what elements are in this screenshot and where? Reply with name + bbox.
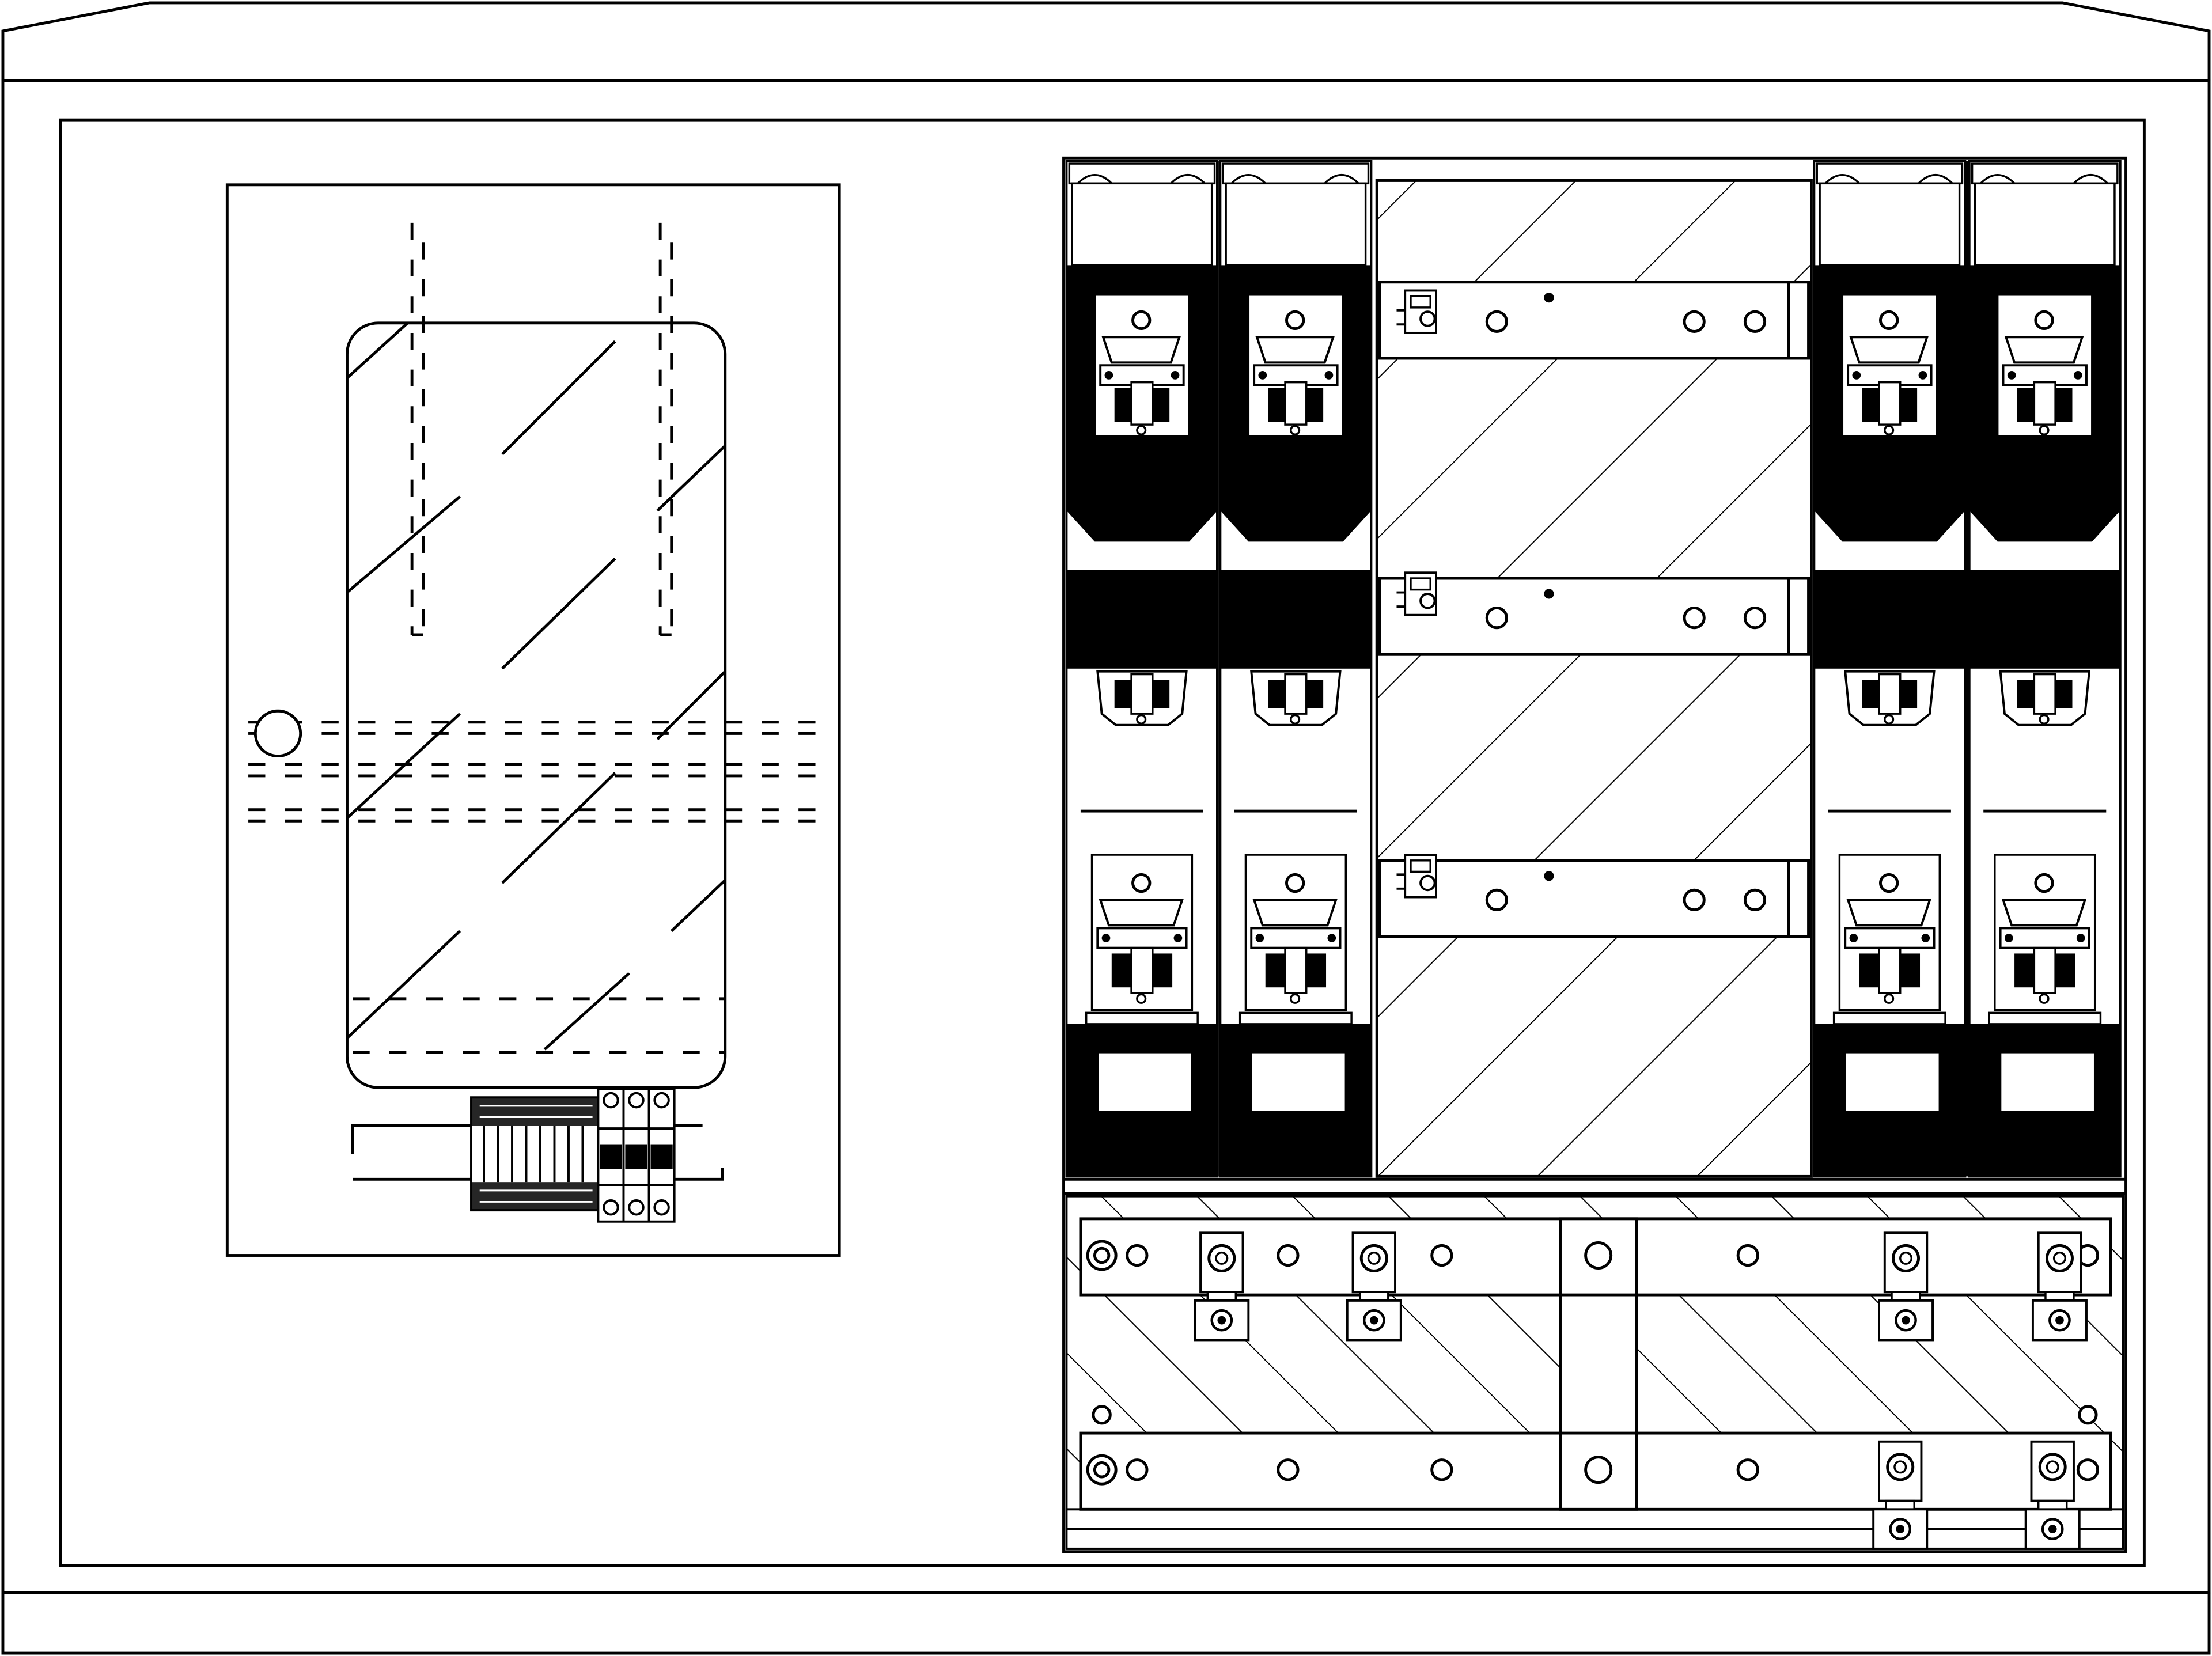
bottom-busbar-panel: [1065, 1195, 2124, 1549]
fuse-unit-1: [1066, 161, 1217, 1176]
fuse-unit-3: [1814, 161, 1965, 1176]
terminal-lug-2: [1347, 1233, 1401, 1340]
terminal-lug-5: [1873, 1442, 1927, 1549]
lock-icon: [253, 709, 302, 758]
terminal-lug-1: [1195, 1233, 1248, 1340]
terminal-lug-6: [2026, 1442, 2080, 1549]
fuse-unit-2: [1220, 161, 1371, 1176]
busbars: [1378, 281, 1810, 938]
terminal-lug-4: [2033, 1233, 2086, 1340]
meter-panel: [225, 183, 841, 1257]
circuit-breakers: [597, 1087, 676, 1223]
fuse-unit-4: [1969, 161, 2120, 1176]
glass-window: [346, 321, 727, 1089]
terminal-block: [470, 1096, 600, 1212]
terminal-lug-3: [1879, 1233, 1933, 1340]
